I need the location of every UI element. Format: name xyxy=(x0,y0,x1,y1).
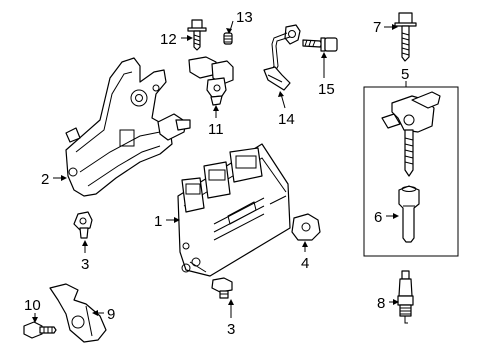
callout-9: 9 xyxy=(107,306,115,323)
callout-11: 11 xyxy=(208,121,224,138)
part-1-control-module xyxy=(177,143,291,277)
callout-6: 6 xyxy=(374,209,382,226)
callout-15: 15 xyxy=(318,81,335,98)
callout-3-upper: 3 xyxy=(81,256,89,273)
callout-2: 2 xyxy=(41,171,49,188)
callout-5: 5 xyxy=(401,66,409,83)
part-14-sensor-harness xyxy=(263,24,301,91)
callout-14: 14 xyxy=(278,111,295,128)
part-11-sensor xyxy=(188,56,234,106)
part-2-bracket xyxy=(65,57,191,197)
callout-3-lower: 3 xyxy=(227,321,235,338)
part-10-bolt xyxy=(23,321,57,339)
callout-1: 1 xyxy=(154,213,162,230)
part-9-bracket xyxy=(49,283,107,343)
callout-8: 8 xyxy=(377,295,385,312)
callout-12: 12 xyxy=(160,31,177,48)
part-3-clip-upper xyxy=(73,211,93,239)
part-15-bolt xyxy=(302,37,338,52)
callout-labels: 12 13 11 14 15 7 5 2 1 3 3 4 6 8 9 10 xyxy=(24,9,409,338)
part-8-spark-plug xyxy=(397,270,414,324)
callout-7: 7 xyxy=(373,19,381,36)
part-3-stud-lower xyxy=(211,277,233,299)
callout-10: 10 xyxy=(24,297,41,314)
part-7-bolt xyxy=(394,12,417,62)
part-13-pin xyxy=(223,32,233,45)
leader-lines xyxy=(32,20,407,323)
part-4-grommet xyxy=(291,213,321,241)
part-12-bolt xyxy=(187,19,207,51)
callout-13: 13 xyxy=(236,9,253,26)
callout-4: 4 xyxy=(301,255,309,272)
part-5-coil-assembly-box xyxy=(363,86,459,257)
